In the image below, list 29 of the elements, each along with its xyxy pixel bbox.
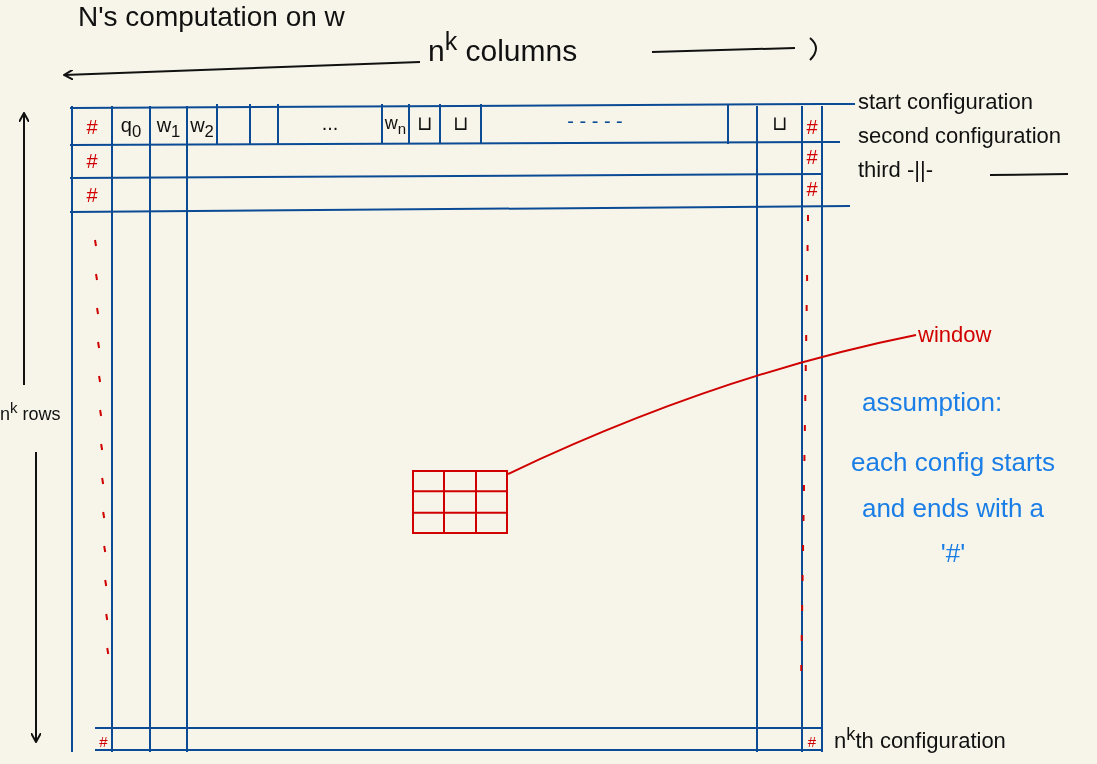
hash-symbol: # [85,184,99,206]
hash-symbol: # [805,146,819,168]
ellipsis: ... [320,112,340,134]
cell-symbol: ⊔ [770,112,789,134]
cell-symbol: ⊔ [451,112,470,134]
cell-symbol: w$_{n}$ [383,114,408,138]
ellipsis: - - - - - [566,110,624,132]
hash-symbol: # [98,734,109,751]
cell-symbol: ⊔ [415,112,434,134]
leader-line [507,334,917,475]
row-label: third -||- [858,158,933,183]
title: N's computation on w [78,2,345,33]
row-label: start configuration [858,90,1033,115]
note-text: each config starts and ends with a '#' [850,446,1056,570]
hash-symbol: # [806,734,818,751]
axis-label: n$^{k}$ columns [428,28,578,67]
hash-symbol: # [805,116,819,138]
hash-symbol: # [85,116,99,138]
row-label: second configuration [858,124,1062,149]
cell-symbol: w$_{1}$ [155,114,182,142]
callout-label: window [918,322,992,348]
cell-symbol: w$_{2}$ [189,114,215,142]
axis-label: n$^{k}$ rows [0,400,61,425]
cell-symbol: q$_{0}$ [119,114,143,142]
window-grid [412,470,508,534]
row-label: n$^{k}$th configuration [834,724,1006,754]
hash-symbol: # [805,178,819,200]
hash-symbol: # [85,150,99,172]
note-heading: assumption: [862,388,1003,417]
